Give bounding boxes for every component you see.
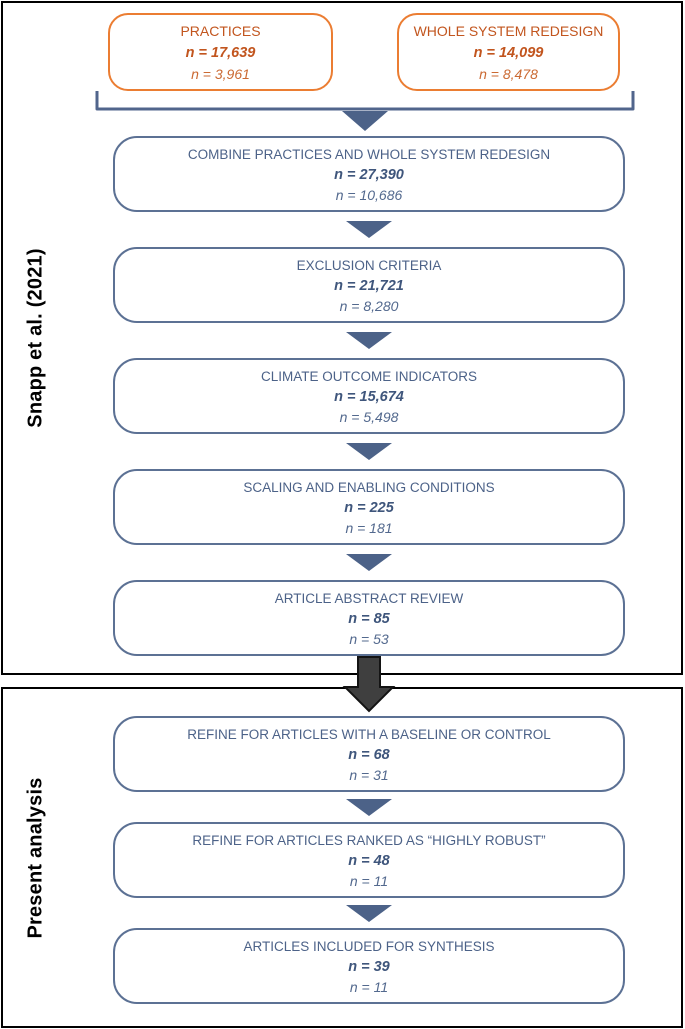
step-title: ARTICLE ABSTRACT REVIEW — [274, 590, 464, 606]
step-highly-robust-box: REFINE FOR ARTICLES RANKED AS “HIGHLY RO… — [113, 822, 625, 898]
step-n-secondary: n = 8,280 — [339, 297, 399, 314]
step-synthesis-box: ARTICLES INCLUDED FOR SYNTHESIS n = 39 n… — [113, 928, 625, 1004]
practices-title: PRACTICES — [180, 23, 261, 39]
step-title: COMBINE PRACTICES AND WHOLE SYSTEM REDES… — [187, 146, 551, 162]
down-arrow-icon — [346, 904, 392, 922]
step-n-secondary: n = 10,686 — [335, 186, 403, 203]
down-arrow-icon — [346, 221, 392, 238]
step-n-primary: n = 68 — [348, 746, 390, 763]
wsr-title: WHOLE SYSTEM REDESIGN — [413, 23, 604, 39]
whole-system-redesign-source-box: WHOLE SYSTEM REDESIGN n = 14,099 n = 8,4… — [397, 13, 620, 91]
step-title: CLIMATE OUTCOME INDICATORS — [260, 368, 477, 384]
practices-source-box: PRACTICES n = 17,639 n = 3,961 — [108, 13, 333, 91]
down-arrow-icon — [342, 111, 388, 131]
step-n-secondary: n = 5,498 — [339, 408, 399, 425]
merge-bracket-icon — [95, 91, 635, 131]
step-title: ARTICLES INCLUDED FOR SYNTHESIS — [243, 938, 495, 954]
step-n-primary: n = 27,390 — [334, 166, 404, 183]
section-present-analysis: Present analysis REFINE FOR ARTICLES WIT… — [1, 687, 683, 1028]
step-title: REFINE FOR ARTICLES RANKED AS “HIGHLY RO… — [192, 832, 546, 848]
step-n-secondary: n = 31 — [349, 766, 389, 783]
wsr-n-secondary: n = 8,478 — [479, 66, 538, 82]
step-combine-box: COMBINE PRACTICES AND WHOLE SYSTEM REDES… — [113, 136, 625, 212]
practices-n-secondary: n = 3,961 — [191, 66, 250, 82]
step-exclusion-box: EXCLUSION CRITERIA n = 21,721 n = 8,280 — [113, 247, 625, 323]
practices-n-primary: n = 17,639 — [185, 45, 256, 61]
section-present-label: Present analysis — [24, 776, 47, 939]
section-transition-arrow-icon — [342, 656, 396, 713]
step-n-primary: n = 48 — [348, 852, 390, 869]
step-climate-box: CLIMATE OUTCOME INDICATORS n = 15,674 n … — [113, 358, 625, 434]
down-arrow-icon — [346, 443, 392, 460]
step-n-primary: n = 85 — [348, 610, 390, 627]
step-n-secondary: n = 181 — [345, 519, 393, 536]
step-n-primary: n = 21,721 — [334, 277, 404, 294]
section-snapp-label: Snapp et al. (2021) — [24, 248, 47, 428]
step-abstract-review-box: ARTICLE ABSTRACT REVIEW n = 85 n = 53 — [113, 580, 625, 656]
step-n-secondary: n = 11 — [349, 872, 389, 889]
step-n-primary: n = 39 — [348, 958, 390, 975]
step-n-primary: n = 225 — [344, 499, 394, 516]
present-steps-stack: REFINE FOR ARTICLES WITH A BASELINE OR C… — [113, 716, 625, 1004]
snapp-steps-stack: COMBINE PRACTICES AND WHOLE SYSTEM REDES… — [113, 136, 625, 656]
step-title: REFINE FOR ARTICLES WITH A BASELINE OR C… — [187, 726, 551, 742]
down-arrow-icon — [346, 332, 392, 349]
step-n-secondary: n = 53 — [349, 630, 389, 647]
down-arrow-icon — [346, 798, 392, 816]
down-arrow-icon — [346, 554, 392, 571]
wsr-n-primary: n = 14,099 — [473, 45, 544, 61]
section-snapp-2021: Snapp et al. (2021) PRACTICES n = 17,639… — [1, 1, 683, 675]
step-title: SCALING AND ENABLING CONDITIONS — [243, 479, 495, 495]
step-baseline-control-box: REFINE FOR ARTICLES WITH A BASELINE OR C… — [113, 716, 625, 792]
step-scaling-box: SCALING AND ENABLING CONDITIONS n = 225 … — [113, 469, 625, 545]
step-title: EXCLUSION CRITERIA — [296, 257, 442, 273]
step-n-primary: n = 15,674 — [334, 388, 404, 405]
step-n-secondary: n = 11 — [349, 978, 389, 995]
